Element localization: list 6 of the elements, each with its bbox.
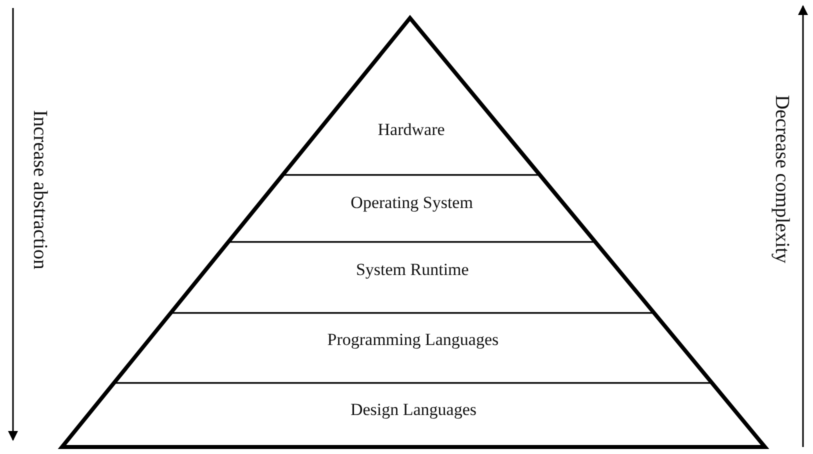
axis-label: Decrease complexity bbox=[770, 95, 793, 264]
axis-label: Increase abstraction bbox=[28, 110, 51, 270]
tier-label: Hardware bbox=[378, 120, 445, 140]
tier-label: Operating System bbox=[350, 193, 473, 213]
tier-label: Programming Languages bbox=[327, 330, 499, 350]
tier-label: Design Languages bbox=[350, 400, 477, 420]
